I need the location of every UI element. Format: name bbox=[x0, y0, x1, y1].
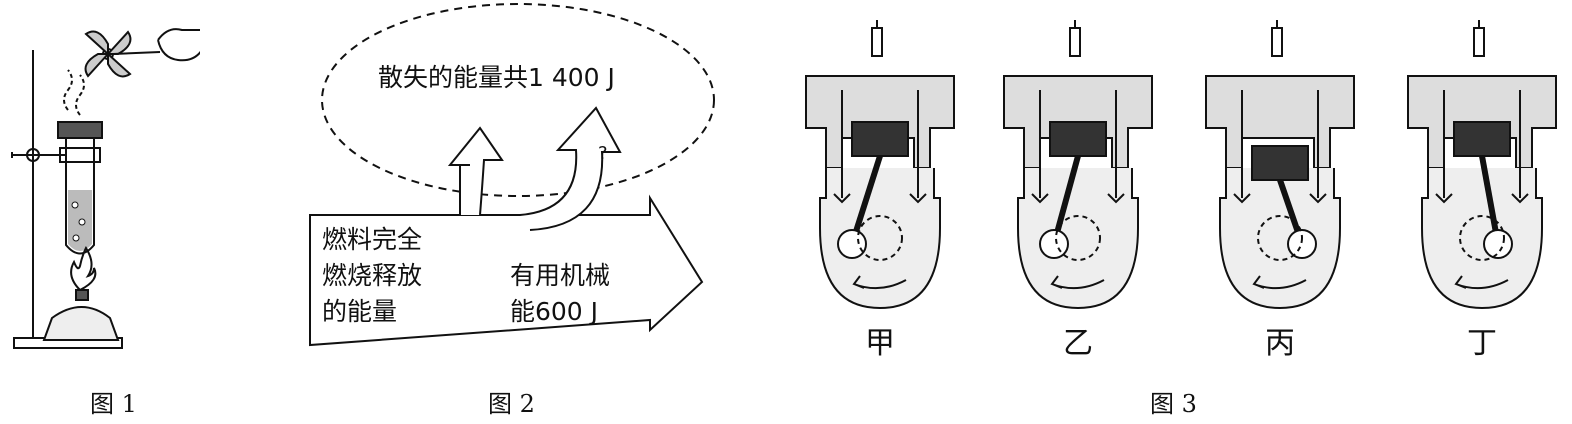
lost-energy-label: 散失的能量共1 400 J bbox=[378, 63, 615, 92]
figure-2-diagram bbox=[309, 3, 715, 347]
engine-cylinder-1 bbox=[805, 20, 955, 310]
flame-icon bbox=[70, 245, 97, 292]
figure-2-caption: 图 2 bbox=[488, 390, 535, 418]
loss-arrow-1 bbox=[447, 126, 504, 216]
figure-3-caption: 图 3 bbox=[1150, 390, 1197, 418]
engine-cylinder-2 bbox=[1003, 20, 1153, 310]
input-energy-line-2: 燃烧释放 bbox=[322, 261, 423, 290]
loss-arrow-2 bbox=[519, 106, 622, 231]
useful-energy-line-1: 有用机械 bbox=[510, 261, 611, 290]
stroke-label-1: 甲 bbox=[865, 326, 895, 361]
unknown-label: ? bbox=[598, 143, 608, 164]
stopper bbox=[57, 121, 103, 139]
stroke-label-4: 丁 bbox=[1467, 326, 1497, 361]
figure-1-apparatus bbox=[11, 28, 200, 349]
stroke-label-3: 丙 bbox=[1265, 326, 1295, 361]
lost-energy-cloud bbox=[321, 3, 715, 197]
engine-cylinder-3 bbox=[1205, 20, 1355, 310]
input-energy-line-3: 的能量 bbox=[322, 297, 398, 326]
input-energy-line-1: 燃料完全 bbox=[322, 225, 423, 254]
test-tube bbox=[65, 135, 95, 255]
steam bbox=[63, 69, 85, 116]
main-energy-arrow bbox=[309, 194, 704, 347]
clamp bbox=[59, 147, 101, 163]
hand-icon bbox=[157, 28, 200, 62]
alcohol-lamp bbox=[42, 306, 120, 341]
stroke-label-2: 乙 bbox=[1063, 326, 1093, 361]
useful-energy-line-2: 能600 J bbox=[510, 297, 599, 326]
pinwheel-icon bbox=[84, 30, 161, 78]
figure-1-caption: 图 1 bbox=[90, 390, 137, 418]
engine-cylinder-4 bbox=[1407, 20, 1557, 310]
